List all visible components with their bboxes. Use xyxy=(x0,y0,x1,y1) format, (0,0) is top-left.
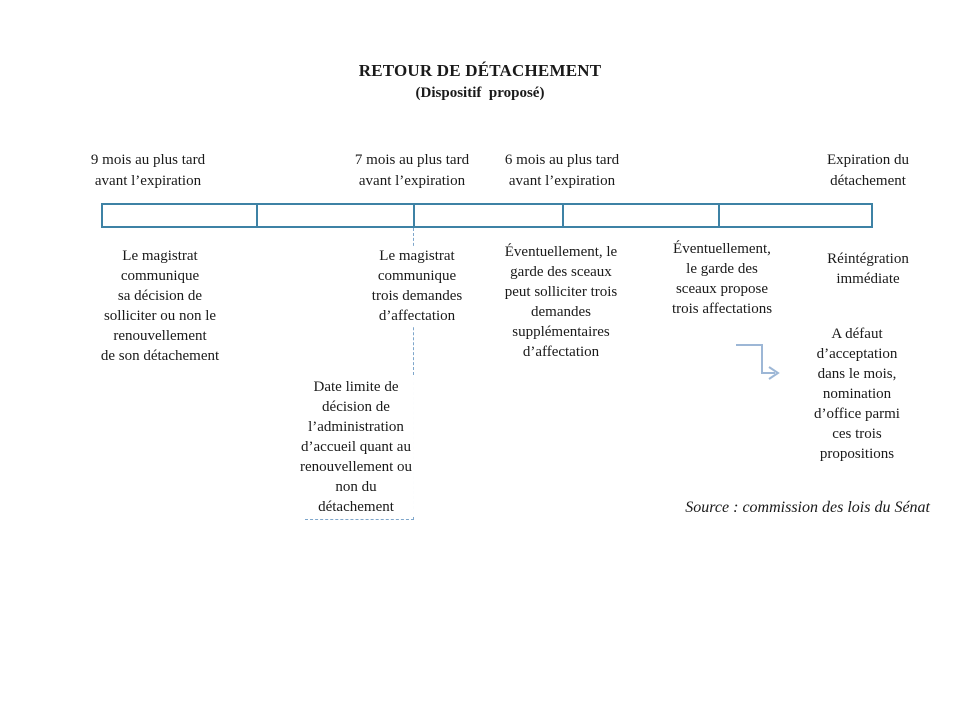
timeline-divider xyxy=(413,205,415,226)
timeline-divider xyxy=(562,205,564,226)
page-title: RETOUR DE DÉTACHEMENT (Dispositif propos… xyxy=(0,60,960,103)
milestone-label-9-months: 9 mois au plus tard avant l’expiration xyxy=(90,152,206,189)
elbow-arrow-icon xyxy=(736,344,780,380)
timeline-segment xyxy=(564,205,718,226)
event-magistrate-decision: Le magistrat communique sa décision de s… xyxy=(100,248,220,364)
dashed-connector-horizontal xyxy=(305,519,414,520)
default-appointment-note: A défaut d’acceptation dans le mois, nom… xyxy=(814,326,900,462)
timeline-divider xyxy=(256,205,258,226)
event-keeper-proposals: Éventuellement, le garde des sceaux prop… xyxy=(671,241,773,317)
timeline-divider xyxy=(718,205,720,226)
title-subheading: (Dispositif proposé) xyxy=(415,85,545,101)
timeline-segment xyxy=(103,205,256,226)
source-note: Source : commission des lois du Sénat xyxy=(685,499,930,516)
timeline-segment xyxy=(415,205,562,226)
milestone-label-7-months: 7 mois au plus tard avant l’expiration xyxy=(354,152,470,189)
event-immediate-reintegration: Réintégration immédiate xyxy=(827,251,909,287)
event-keeper-additional-requests: Éventuellement, le garde des sceaux peut… xyxy=(504,244,618,360)
timeline-segment xyxy=(258,205,413,226)
event-three-requests: Le magistrat communique trois demandes d… xyxy=(368,246,466,326)
milestone-label-expiration: Expiration du détachement xyxy=(826,152,910,189)
dashed-connector-vertical xyxy=(413,228,414,519)
milestone-label-6-months: 6 mois au plus tard avant l’expiration xyxy=(504,152,620,189)
deadline-note: Date limite de décision de l’administrat… xyxy=(297,377,415,517)
timeline-bar xyxy=(101,203,873,228)
timeline-segment xyxy=(720,205,871,226)
title-heading: RETOUR DE DÉTACHEMENT xyxy=(358,61,602,80)
